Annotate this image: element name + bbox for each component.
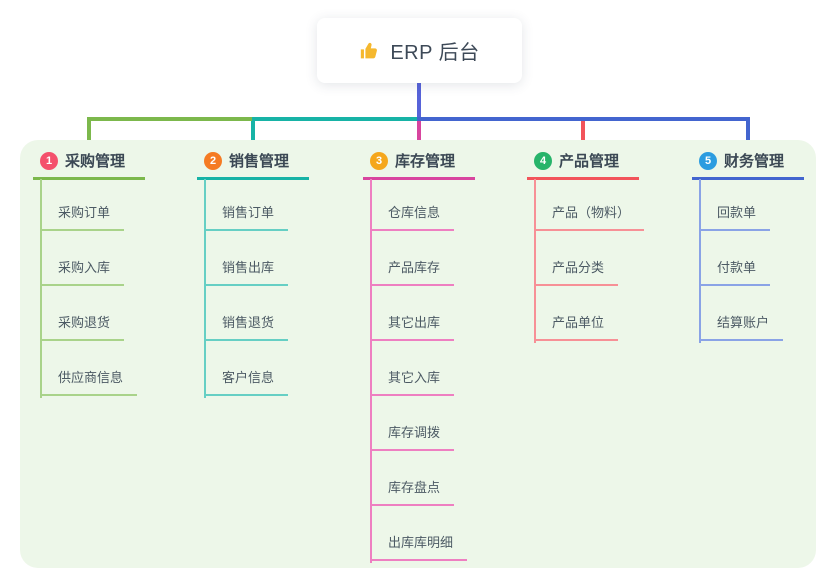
- branch-child-item[interactable]: 付款单: [699, 258, 771, 286]
- branch-index-badge: 5: [699, 151, 717, 170]
- branch-column: 4 产品管理 产品（物料） 产品分类产品单位: [527, 148, 645, 343]
- branch-trunk-line: [40, 179, 42, 398]
- root-node[interactable]: ERP 后台: [317, 18, 522, 83]
- branch-child-item[interactable]: 产品分类: [534, 258, 619, 286]
- branch-child-item[interactable]: 库存盘点: [370, 478, 455, 506]
- branch-title-node[interactable]: 2 销售管理: [197, 148, 309, 180]
- branch-column: 5 财务管理 回款单付款单结算账户: [692, 148, 804, 343]
- branch-child-item[interactable]: 客户信息: [204, 368, 289, 396]
- branch-child-item[interactable]: 供应商信息: [40, 368, 138, 396]
- branch-child-item[interactable]: 结算账户: [699, 313, 784, 341]
- branch-child-item[interactable]: 采购订单: [40, 203, 125, 231]
- connector-bus-segment-blue: [417, 117, 750, 121]
- branch-child-item[interactable]: 销售订单: [204, 203, 289, 231]
- branch-column: 1 采购管理 采购订单采购入库采购退货供应商信息: [33, 148, 145, 398]
- branch-child-item[interactable]: 产品库存: [370, 258, 455, 286]
- branch-child-item[interactable]: 销售出库: [204, 258, 289, 286]
- branch-drop-line: [746, 121, 750, 144]
- root-connector-line: [417, 83, 421, 121]
- connector-bus-segment-green: [87, 117, 255, 121]
- branch-child-item[interactable]: 产品（物料）: [534, 203, 645, 231]
- branch-drop-line: [87, 121, 91, 144]
- branch-title-node[interactable]: 5 财务管理: [692, 148, 804, 180]
- branch-column: 2 销售管理 销售订单销售出库销售退货客户信息: [197, 148, 309, 398]
- branches-panel: [20, 140, 816, 568]
- branch-title-node[interactable]: 3 库存管理: [363, 148, 475, 180]
- branch-index-badge: 4: [534, 151, 552, 170]
- thumbs-up-icon: [359, 40, 381, 62]
- branch-child-item[interactable]: 出库库明细: [370, 533, 468, 561]
- branch-child-item[interactable]: 其它入库: [370, 368, 455, 396]
- branch-title-node[interactable]: 1 采购管理: [33, 148, 145, 180]
- branch-child-item[interactable]: 销售退货: [204, 313, 289, 341]
- branch-drop-line: [417, 121, 421, 144]
- connector-bus-segment-teal: [252, 117, 419, 121]
- branch-column: 3 库存管理 仓库信息产品库存其它出库其它入库库存调拨库存盘点出库库明细: [363, 148, 475, 563]
- branch-label: 库存管理: [395, 153, 456, 170]
- branch-drop-line: [581, 121, 585, 144]
- branch-label: 产品管理: [559, 153, 620, 170]
- branch-index-badge: 1: [40, 151, 58, 170]
- branch-trunk-line: [204, 179, 206, 398]
- branch-child-item[interactable]: 回款单: [699, 203, 771, 231]
- branch-trunk-line: [534, 179, 536, 343]
- branch-child-item[interactable]: 库存调拨: [370, 423, 455, 451]
- branch-label: 财务管理: [724, 153, 785, 170]
- branch-child-item[interactable]: 仓库信息: [370, 203, 455, 231]
- branch-child-item[interactable]: 产品单位: [534, 313, 619, 341]
- branch-drop-line: [251, 121, 255, 144]
- branch-label: 采购管理: [65, 153, 126, 170]
- branch-trunk-line: [370, 179, 372, 563]
- branch-index-badge: 2: [204, 151, 222, 170]
- branch-child-item[interactable]: 其它出库: [370, 313, 455, 341]
- branch-trunk-line: [699, 179, 701, 343]
- branch-child-item[interactable]: 采购入库: [40, 258, 125, 286]
- branch-label: 销售管理: [229, 153, 290, 170]
- root-label: ERP 后台: [390, 42, 480, 64]
- branch-index-badge: 3: [370, 151, 388, 170]
- branch-title-node[interactable]: 4 产品管理: [527, 148, 639, 180]
- branch-child-item[interactable]: 采购退货: [40, 313, 125, 341]
